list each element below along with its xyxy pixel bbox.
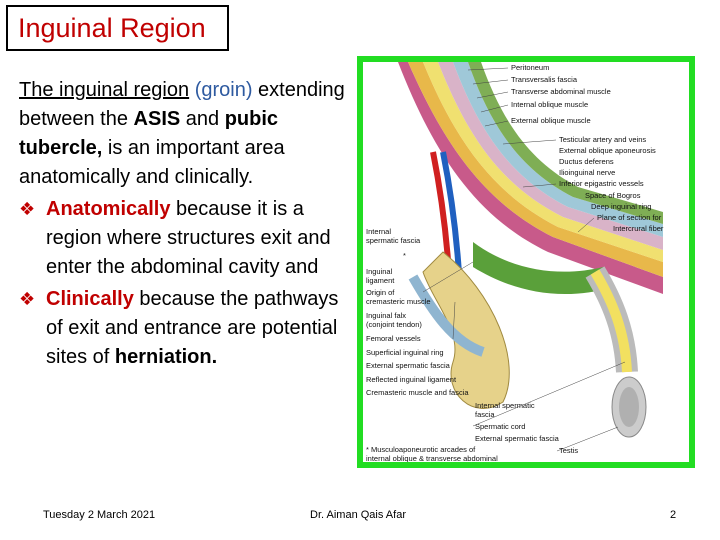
figure-label: Internal bbox=[366, 227, 391, 236]
figure-label: Inguinal falx bbox=[366, 311, 406, 320]
figure-label: fascia bbox=[475, 410, 495, 419]
figure-label: Peritoneum bbox=[511, 63, 549, 72]
asis-text: ASIS bbox=[133, 108, 181, 130]
inguinal-anatomy-illustration: Peritoneum Transversalis fascia Transver… bbox=[366, 62, 664, 462]
intro-paren: (groin) bbox=[194, 79, 253, 101]
bullet-clinically: ❖ Clinically because the pathways of exi… bbox=[19, 285, 354, 372]
leader-lines bbox=[422, 67, 626, 452]
figure-label: ligament bbox=[366, 276, 395, 285]
intro-paragraph: The inguinal region (groin) extending be… bbox=[19, 76, 354, 192]
figure-label: Origin of bbox=[366, 288, 395, 297]
diamond-bullet-icon: ❖ bbox=[19, 199, 36, 219]
figure-label: Testicular artery and veins bbox=[559, 135, 646, 144]
intro-term: The inguinal region bbox=[19, 79, 190, 101]
internal-oblique bbox=[473, 242, 613, 295]
bullet-text: because it is a region where structures … bbox=[46, 198, 331, 278]
figure-label: External oblique muscle bbox=[511, 116, 591, 125]
figure-label: Spermatic cord bbox=[475, 422, 525, 431]
footer-page-number: 2 bbox=[670, 509, 677, 521]
caption-line: * Musculoaponeurotic arcades of bbox=[366, 445, 476, 454]
figure-label: Transverse abdominal muscle bbox=[511, 87, 611, 96]
pubic-text: pubic tubercle, bbox=[19, 108, 279, 159]
footer-date: Tuesday 2 March 2021 bbox=[43, 509, 156, 521]
muscle-band bbox=[398, 62, 663, 294]
figure-label: Ilioinguinal nerve bbox=[559, 168, 615, 177]
intro-text2: and bbox=[180, 108, 225, 130]
muscle-band bbox=[438, 62, 663, 250]
figure-label: (conjoint tendon) bbox=[366, 320, 422, 329]
footer-author: Dr. Aiman Qais Afar bbox=[310, 509, 406, 521]
diamond-bullet-icon: ❖ bbox=[19, 289, 36, 309]
figure-label: Deep inguinal ring bbox=[591, 202, 651, 211]
muscle-band bbox=[468, 62, 663, 224]
figure-label: External spermatic fascia bbox=[366, 361, 451, 370]
title-box: Inguinal Region bbox=[6, 5, 229, 51]
figure-label: Cremasteric muscle and fascia bbox=[366, 388, 469, 397]
testis-inner bbox=[619, 387, 639, 427]
slide-title: Inguinal Region bbox=[18, 12, 206, 43]
caption-line: internal oblique & transverse abdominal bbox=[366, 454, 498, 462]
bullet-key: Anatomically bbox=[46, 198, 171, 220]
intro-text1: extending between the bbox=[19, 79, 345, 130]
figure-label: Plane of section for bbox=[597, 213, 662, 222]
cord-inner bbox=[590, 269, 632, 373]
bullet-text: because the pathways of exit and entranc… bbox=[46, 288, 339, 368]
figure-label: External oblique aponeurosis bbox=[559, 146, 656, 155]
left-labels: Internal spermatic fascia * Inguinal lig… bbox=[366, 227, 469, 397]
figure-label: Inguinal bbox=[366, 267, 393, 276]
figure-label: Intercrural fiber bbox=[613, 224, 664, 233]
figure-label: spermatic fascia bbox=[366, 236, 421, 245]
figure-label: * bbox=[403, 251, 406, 260]
right-labels: Peritoneum Transversalis fascia Transver… bbox=[511, 63, 664, 233]
muscle-band bbox=[453, 62, 663, 237]
figure-label: Space of Bogros bbox=[585, 191, 641, 200]
inguinal-ligament bbox=[408, 274, 485, 357]
intro-text3: is an important area anatomically and cl… bbox=[19, 137, 285, 188]
muscle-band bbox=[408, 62, 663, 277]
anatomy-figure: Peritoneum Transversalis fascia Transver… bbox=[357, 56, 695, 468]
figure-label: Superficial inguinal ring bbox=[366, 348, 444, 357]
figure-label: Inferior epigastric vessels bbox=[559, 179, 644, 188]
figure-label: External spermatic fascia bbox=[475, 434, 560, 443]
bottom-labels: Internal spermatic fascia Spermatic cord… bbox=[475, 401, 578, 455]
bullet-anatomically: ❖ Anatomically because it is a region wh… bbox=[19, 195, 354, 282]
pubic-bone bbox=[422, 251, 510, 409]
figure-label: Transversalis fascia bbox=[511, 75, 578, 84]
figure-label: Ductus deferens bbox=[559, 157, 614, 166]
figure-label: Reflected inguinal ligament bbox=[366, 375, 457, 384]
body-text: The inguinal region (groin) extending be… bbox=[19, 76, 354, 372]
bullet-tail: herniation. bbox=[114, 346, 218, 368]
figure-label: Testis bbox=[559, 446, 578, 455]
figure-label: Internal spermatic bbox=[475, 401, 535, 410]
figure-label: cremasteric muscle bbox=[366, 297, 431, 306]
figure-caption: * Musculoaponeurotic arcades of internal… bbox=[366, 445, 498, 462]
bullet-key: Clinically bbox=[46, 288, 134, 310]
figure-label: Femoral vessels bbox=[366, 334, 421, 343]
figure-label: Internal oblique muscle bbox=[511, 100, 588, 109]
